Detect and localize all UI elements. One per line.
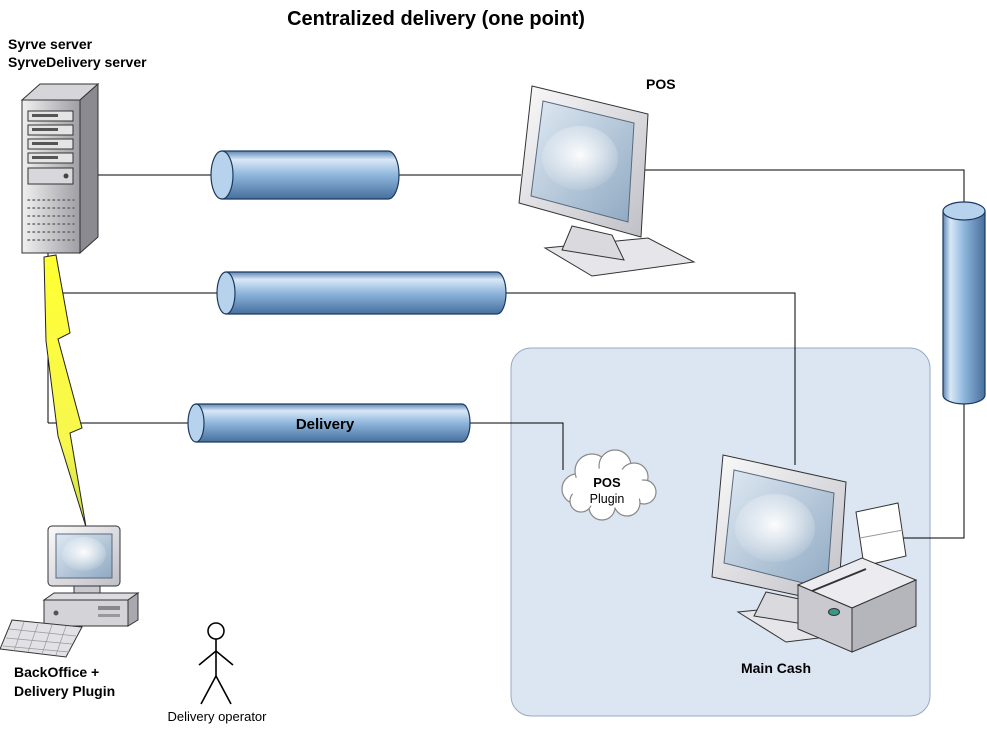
server-bay-slot (32, 142, 58, 145)
pipe-body (942, 210, 986, 405)
backoffice-case-side (127, 592, 139, 627)
server-bay-slot (32, 128, 58, 131)
backoffice-label-line2: Delivery Plugin (14, 683, 115, 699)
maincash-monitor-shine (735, 494, 815, 562)
pipe-vertical-right (942, 201, 986, 405)
diagram-title: Centralized delivery (one point) (287, 8, 585, 30)
server-power-button (63, 173, 69, 179)
link-rightpipe-printer (903, 404, 965, 539)
pipe-body (225, 271, 507, 315)
pipe-open-end (187, 403, 205, 443)
pipe-server-pos (210, 150, 400, 200)
server-tower (20, 82, 100, 255)
pos-monitor-shine (542, 126, 618, 190)
printer-side-face (851, 579, 917, 653)
figure-arm-right (215, 650, 234, 666)
link-pipe3-cloud (470, 422, 564, 470)
link-pos-rightpipe (644, 169, 965, 202)
pipe-delivery: Delivery (187, 403, 471, 443)
server-bay-slot (32, 114, 58, 117)
pos-plugin-cloud: POS Plugin (561, 449, 657, 521)
printer-paper-fold (859, 529, 904, 539)
cloud-label-pos: POS (593, 475, 621, 490)
backoffice-cd-slot (98, 614, 120, 617)
printer-power-button (828, 608, 840, 616)
server-bay-slot (32, 156, 58, 159)
cloud-label-plugin: Plugin (590, 492, 625, 506)
figure-head (207, 622, 225, 640)
pipe-open-end (210, 150, 234, 200)
server-panel (27, 167, 74, 185)
link-pipe2-maincash (506, 292, 796, 465)
lightning-bolt (43, 254, 87, 528)
figure-leg-right (215, 675, 232, 705)
cloud-body (571, 468, 645, 508)
main-cash-label: Main Cash (741, 660, 811, 676)
figure-arm-left (198, 650, 217, 666)
pipe-body (221, 150, 400, 200)
server-label-line2: SyrveDelivery server (8, 54, 147, 70)
pos-label: POS (646, 76, 676, 92)
printer-slot (811, 568, 867, 592)
backoffice-monitor-neck (73, 585, 101, 594)
backoffice-keyboard-keys (2, 621, 77, 656)
pos-monitor-stand (561, 225, 625, 261)
pipe-server-maincash (216, 271, 507, 315)
backoffice-computer (0, 525, 140, 658)
pipe-open-end (216, 271, 236, 315)
server-label-line1: Syrve server (8, 36, 93, 52)
pipe-body (195, 403, 471, 443)
backoffice-label-line1: BackOffice + (14, 664, 99, 680)
backoffice-floppy-slot (98, 606, 120, 610)
pipe-open-end (942, 201, 986, 221)
backoffice-power-button (53, 610, 59, 616)
delivery-operator-figure (198, 622, 234, 705)
delivery-operator-label: Delivery operator (168, 709, 268, 724)
figure-leg-left (200, 675, 217, 705)
backoffice-monitor-shine (62, 537, 106, 571)
backoffice-case-top (42, 592, 140, 601)
printer (796, 502, 918, 653)
server-side-face (79, 82, 99, 255)
pos-monitor (518, 85, 696, 277)
pipe-delivery-label: Delivery (296, 416, 355, 433)
